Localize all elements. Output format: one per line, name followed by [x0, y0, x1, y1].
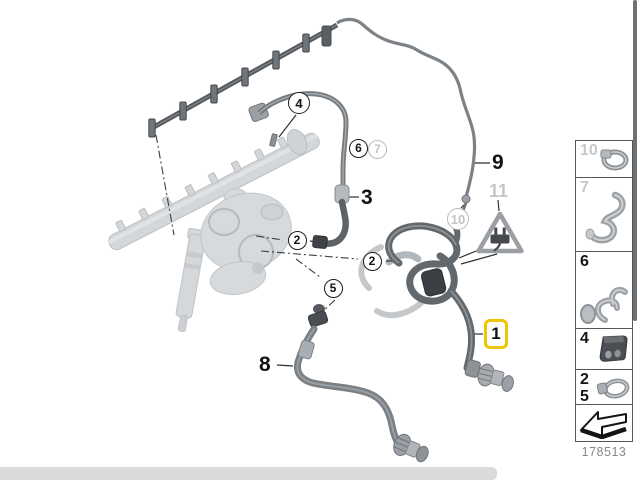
- callout-5[interactable]: 5: [323, 278, 343, 298]
- hose-clamp-icon: [600, 149, 629, 171]
- callout-1-selected[interactable]: 1: [484, 319, 508, 349]
- sidebar-item-10-label: 10: [580, 142, 598, 159]
- sidebar-item-2-5[interactable]: 2 5: [576, 370, 632, 405]
- vent-hose-9[interactable]: [336, 17, 477, 212]
- fuel-feed-line-1-selected[interactable]: [385, 220, 517, 393]
- double-retaining-clip-icon: [580, 286, 628, 324]
- fuel-rail: [107, 129, 320, 251]
- fuel-hose-8[interactable]: [293, 304, 431, 465]
- fuel-hose-3[interactable]: [312, 184, 350, 249]
- hose-clamp-icon: [596, 378, 630, 399]
- callout-7[interactable]: 7: [368, 139, 387, 159]
- rubber-grommet-icon: [599, 335, 628, 362]
- quick-connector-8: [393, 433, 429, 463]
- callout-8[interactable]: 8: [259, 353, 271, 376]
- parts-thumbnail-sidebar: 10 7 6 4: [575, 140, 633, 442]
- vertical-scrollbar-thumb[interactable]: [633, 0, 637, 321]
- return-pipe-4[interactable]: [248, 91, 349, 187]
- sidebar-item-7-label: 7: [580, 179, 589, 196]
- retaining-clip-icon: [585, 191, 626, 244]
- callout-9[interactable]: 9: [492, 151, 504, 174]
- callout-2a[interactable]: 2: [287, 230, 307, 250]
- callout-11[interactable]: 11: [489, 181, 509, 201]
- callout-3[interactable]: 3: [361, 186, 373, 209]
- callout-4[interactable]: 4: [288, 92, 310, 114]
- bottom-bar: [0, 467, 497, 480]
- sidebar-item-10[interactable]: 10: [576, 141, 632, 178]
- sidebar-item-2-label: 2: [580, 371, 589, 388]
- installation-direction-arrow-icon: [580, 411, 627, 439]
- sidebar-item-5-label: 5: [580, 388, 589, 405]
- sidebar-item-7[interactable]: 7: [576, 178, 632, 252]
- leak-off-line[interactable]: [148, 22, 339, 138]
- sidebar-item-6[interactable]: 6: [576, 252, 632, 329]
- sidebar-item-direction-arrow[interactable]: [576, 405, 632, 441]
- quick-connector-1: [464, 359, 514, 392]
- sidebar-item-6-label: 6: [580, 253, 589, 270]
- sidebar-item-4-label: 4: [580, 330, 589, 347]
- callout-2b[interactable]: 2: [362, 251, 382, 271]
- callout-6[interactable]: 6: [349, 138, 368, 158]
- electrical-plug-warning-triangle-icon: [476, 211, 524, 254]
- diagram-number: 178513: [581, 445, 627, 459]
- callout-10[interactable]: 10: [447, 208, 469, 230]
- sidebar-item-4[interactable]: 4: [576, 329, 632, 370]
